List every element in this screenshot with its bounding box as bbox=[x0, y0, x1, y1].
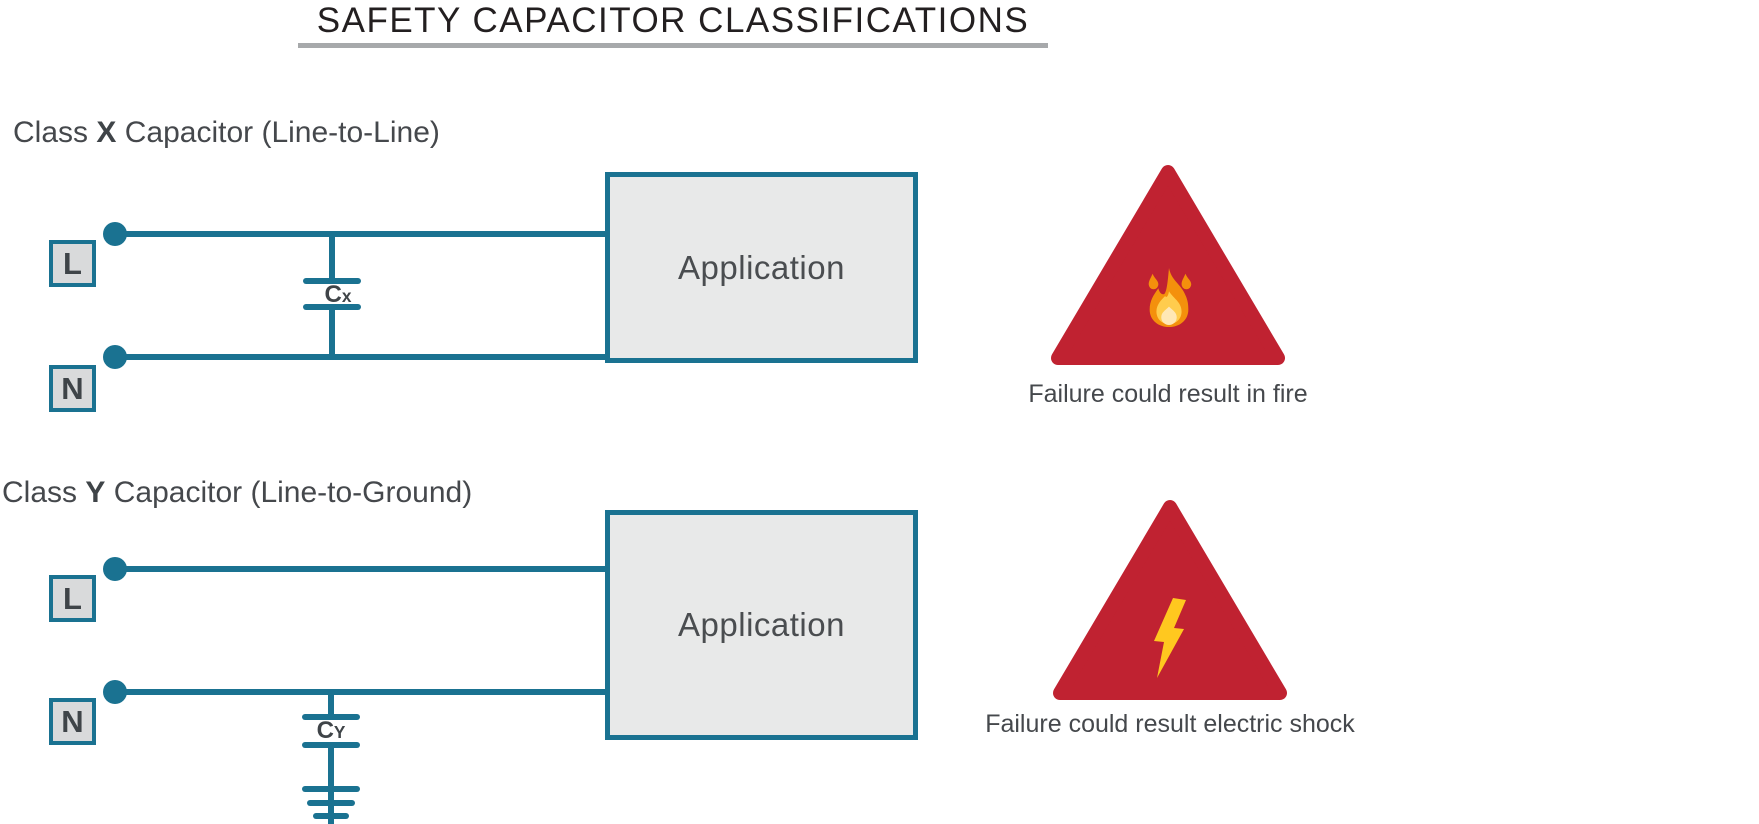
class-x-warning-caption: Failure could result in fire bbox=[1028, 380, 1308, 408]
capacitor-x-lead-top bbox=[329, 234, 335, 281]
terminal-live-label: L bbox=[63, 245, 82, 281]
class-y-label-letter: Y bbox=[85, 476, 106, 509]
class-x-application-box: Application bbox=[605, 172, 918, 363]
class-x-neutral-wire bbox=[115, 354, 605, 360]
class-x-terminal-neutral: N bbox=[49, 365, 96, 412]
ground-bar-wide bbox=[302, 786, 360, 792]
class-y-application-box: Application bbox=[605, 510, 918, 740]
class-y-live-node-dot bbox=[103, 557, 127, 581]
warning-triangle-shock bbox=[1053, 500, 1287, 700]
lightning-icon bbox=[1154, 598, 1186, 678]
class-y-warning-caption: Failure could result electric shock bbox=[985, 710, 1355, 738]
class-y-label-prefix: Class bbox=[2, 476, 78, 509]
class-y-terminal-live: L bbox=[49, 575, 96, 622]
class-y-label-suffix: Capacitor (Line-to-Ground) bbox=[113, 476, 473, 509]
class-y-terminal-neutral: N bbox=[49, 698, 96, 745]
capacitor-x-plate-bottom bbox=[303, 304, 361, 310]
capacitor-y-lead-top bbox=[328, 693, 334, 716]
application-label: Application bbox=[678, 248, 845, 286]
class-x-terminal-live: L bbox=[49, 240, 96, 287]
capacitor-x-lead-bottom bbox=[329, 310, 335, 357]
class-x-label-suffix: Capacitor (Line-to-Line) bbox=[124, 116, 440, 149]
page-title: SAFETY CAPACITOR CLASSIFICATIONS bbox=[316, 1, 1030, 40]
terminal-neutral-label: N bbox=[61, 703, 84, 739]
class-x-label-letter: X bbox=[96, 116, 117, 149]
class-x-live-wire bbox=[115, 231, 605, 237]
capacitor-y-label: CY bbox=[316, 717, 346, 744]
class-y-live-wire bbox=[115, 566, 605, 572]
class-x-label-prefix: Class bbox=[13, 116, 89, 149]
application-label: Application bbox=[678, 606, 845, 643]
warning-triangle-fire bbox=[1051, 165, 1285, 365]
terminal-neutral-label: N bbox=[61, 370, 84, 406]
class-y-section-label: Class Y Capacitor (Line-to-Ground) bbox=[2, 476, 472, 510]
capacitor-y-plate-top bbox=[302, 714, 360, 720]
ground-bar-medium bbox=[307, 800, 355, 806]
capacitor-y-plate-bottom bbox=[302, 742, 360, 748]
class-x-live-node-dot bbox=[103, 222, 127, 246]
capacitor-x-label: Cx bbox=[324, 281, 352, 308]
class-y-neutral-wire bbox=[115, 689, 605, 695]
class-x-section-label: Class X Capacitor (Line-to-Line) bbox=[13, 116, 440, 150]
terminal-live-label: L bbox=[63, 580, 82, 616]
title-underline bbox=[298, 43, 1048, 48]
class-y-neutral-node-dot bbox=[103, 680, 127, 704]
ground-bar-narrow bbox=[313, 813, 349, 819]
fire-icon bbox=[1148, 268, 1192, 327]
class-x-neutral-node-dot bbox=[103, 345, 127, 369]
capacitor-x-plate-top bbox=[303, 278, 361, 284]
